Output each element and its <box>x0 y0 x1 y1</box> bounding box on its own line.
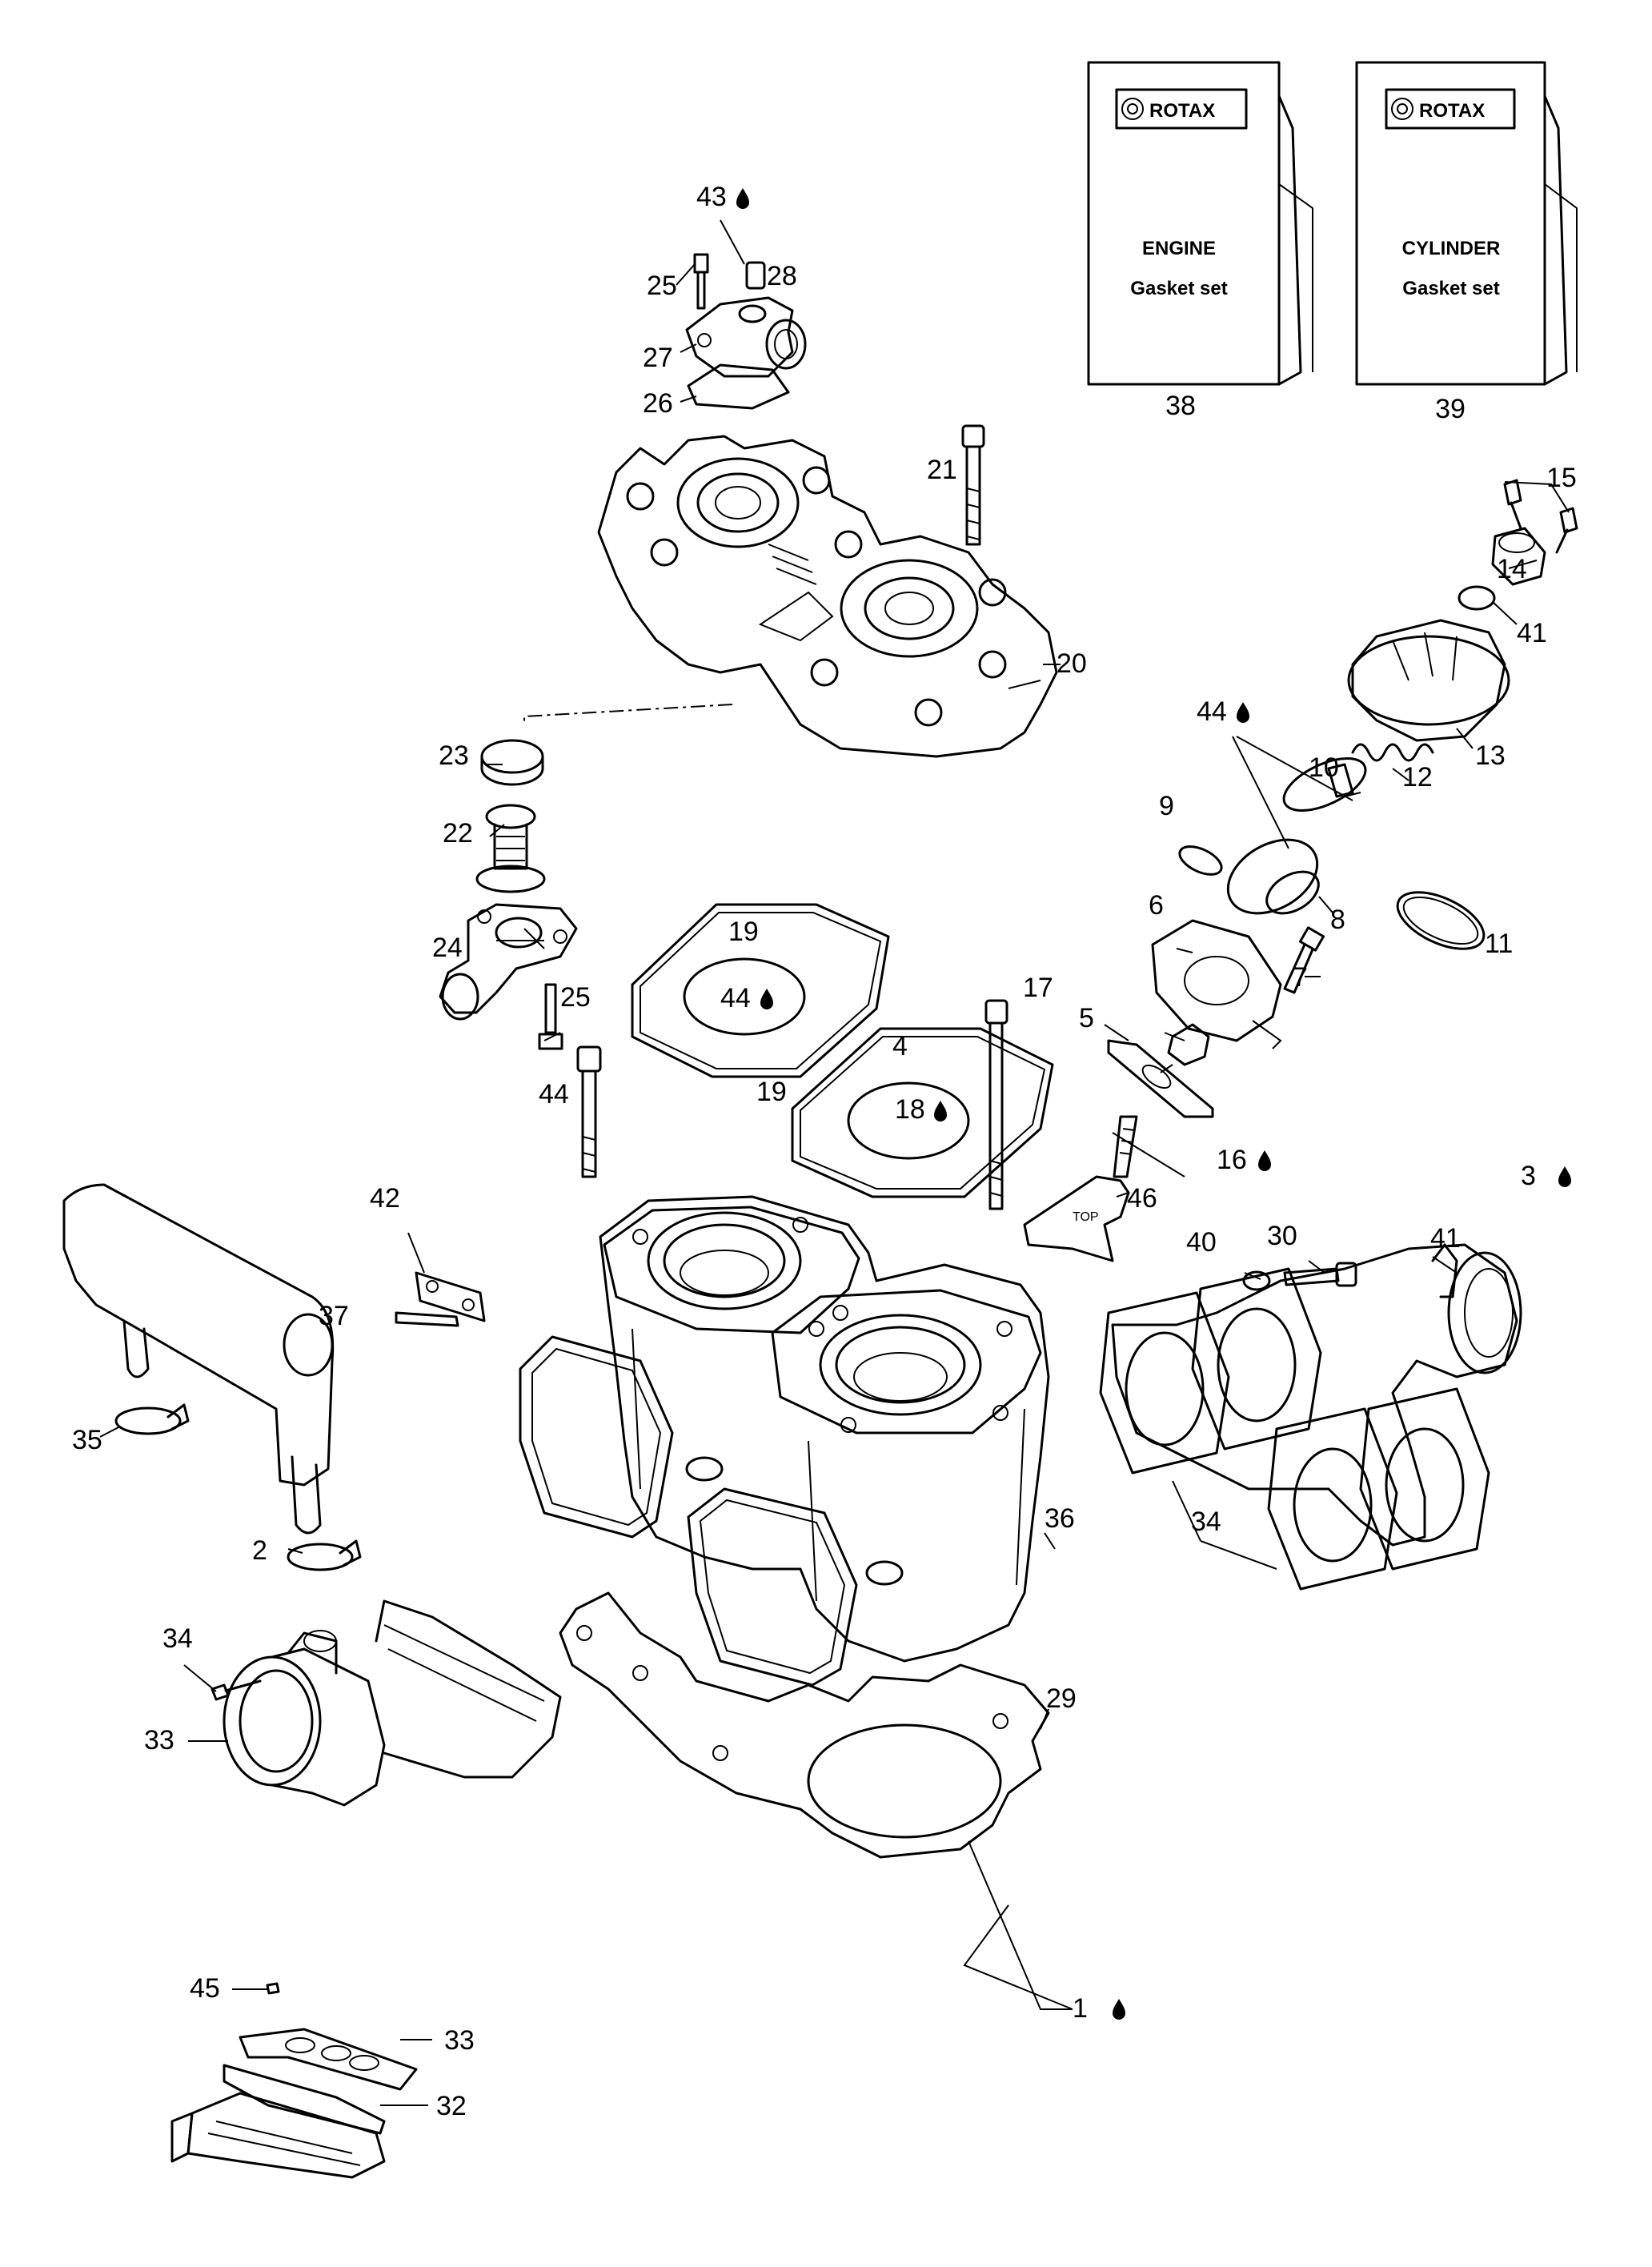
callout-29: 33 <box>144 1725 174 1755</box>
callout-37: 41 <box>1430 1223 1461 1254</box>
piston-mark-text: TOP <box>1073 1210 1099 1224</box>
callout-44: 18 <box>895 1094 925 1125</box>
assembly-line <box>523 704 733 724</box>
grease-drop-icon <box>760 989 773 1009</box>
callout-22: 22 <box>443 818 473 849</box>
callout-7: 7 <box>1293 962 1308 993</box>
callout-35: 37 <box>319 1301 349 1331</box>
head-gaskets <box>631 903 1054 1198</box>
callout-3: 46 <box>1127 1183 1157 1214</box>
callout-41: 41 <box>1517 618 1547 648</box>
hose-clamps <box>114 1403 362 1571</box>
callout-5: 5 <box>1079 1003 1094 1033</box>
cylinder-studs <box>576 999 1008 1210</box>
callout-40: 30 <box>1267 1221 1297 1251</box>
cylinder-head <box>597 435 1058 758</box>
booklet-logo-text: ROTAX <box>1149 100 1215 122</box>
callout-46: 16 <box>1217 1145 1247 1175</box>
callout-6: 6 <box>1149 890 1164 921</box>
thermostat-assembly <box>439 739 578 1050</box>
exhaust-manifold <box>1111 1243 1522 1547</box>
grease-drop-icon <box>1113 1999 1125 2020</box>
grease-drop-icon <box>736 188 749 209</box>
callout-31: 32 <box>436 2091 467 2121</box>
callout-34: 2 <box>252 1535 267 1566</box>
intake-ports <box>519 1335 858 1687</box>
engine-gasket-set-booklet: ROTAX ENGINE Gasket set 38 <box>1087 61 1313 421</box>
callout-25: 25 <box>560 982 591 1013</box>
base-gasket <box>559 1591 1050 1859</box>
mounting-bracket <box>395 1271 486 1327</box>
callout-32: 33 <box>444 2025 475 2056</box>
reed-valve-cage <box>170 1982 418 2179</box>
rotary-intake-adapter <box>211 1599 562 1807</box>
callout-15: 15 <box>1546 463 1577 493</box>
callout-44: 44 <box>1197 696 1227 727</box>
callout-42: 3 <box>1521 1161 1536 1191</box>
leader-lines <box>99 219 1570 2106</box>
callout-39: 39 <box>1435 394 1466 424</box>
callout-19: 19 <box>728 917 759 947</box>
callout-2: 36 <box>1045 1503 1075 1534</box>
callout-30: 42 <box>370 1183 400 1214</box>
callout-18: 19 <box>756 1077 787 1107</box>
callout-24: 24 <box>432 933 463 963</box>
callout-21: 21 <box>927 455 957 485</box>
callout-44: 44 <box>720 983 751 1013</box>
callout-13: 13 <box>1475 740 1506 771</box>
booklet-line1: ENGINE <box>1142 238 1216 259</box>
rotax-logo-icon <box>1121 98 1144 120</box>
callout-26: 26 <box>643 388 673 419</box>
callout-43: 43 <box>696 182 727 212</box>
callout-14: 14 <box>1497 554 1527 584</box>
callout-16: 44 <box>539 1079 569 1109</box>
rave-valve-assembly: TOP <box>1023 479 1578 1262</box>
grease-drop-icon <box>1558 1166 1571 1187</box>
callout-12: 12 <box>1402 762 1433 792</box>
callout-1: 29 <box>1046 1683 1077 1714</box>
callout-11: 11 <box>1485 929 1513 959</box>
callout-labels: 43 25 28 27 26 21 15 14 41 20 13 44 12 1… <box>72 182 1577 2121</box>
grease-drop-icon <box>1237 702 1249 723</box>
grease-drop-icon <box>1258 1150 1271 1171</box>
callout-28: 28 <box>767 261 797 291</box>
booklet-line2: Gasket set <box>1130 278 1227 299</box>
booklet-line1: CYLINDER <box>1402 238 1501 259</box>
callout-33: 45 <box>190 1973 220 2004</box>
booklet-line2: Gasket set <box>1402 278 1499 299</box>
callout-20: 20 <box>1057 648 1087 679</box>
callout-45: 1 <box>1073 1993 1088 2024</box>
rotax-logo-icon <box>1391 98 1413 120</box>
booklet-logo-text: ROTAX <box>1419 100 1485 122</box>
callout-33: 34 <box>162 1623 193 1654</box>
callout-36: 34 <box>1191 1507 1221 1537</box>
exhaust-gaskets <box>1099 1267 1490 1591</box>
grease-drop-icon <box>934 1101 947 1121</box>
callout-23: 23 <box>439 740 469 771</box>
water-outlet-fitting <box>685 253 807 410</box>
callout-25: 25 <box>647 271 677 301</box>
exhaust-bolt <box>1242 1262 1357 1291</box>
callout-10: 10 <box>1309 752 1339 783</box>
cylinder-block <box>599 1195 1050 1663</box>
callout-34: 35 <box>72 1425 102 1455</box>
callout-38: 38 <box>1165 391 1196 421</box>
callout-8: 8 <box>1330 905 1345 935</box>
cylinder-gasket-set-booklet: ROTAX CYLINDER Gasket set 39 <box>1355 61 1578 424</box>
callout-19: 4 <box>892 1031 908 1061</box>
callout-27: 27 <box>643 343 673 373</box>
cylinder-head-bolt <box>961 424 985 546</box>
callout-41: 40 <box>1186 1227 1217 1258</box>
callout-9: 9 <box>1159 791 1174 821</box>
water-manifold-tube <box>62 1183 335 1535</box>
callout-17: 17 <box>1023 973 1053 1003</box>
